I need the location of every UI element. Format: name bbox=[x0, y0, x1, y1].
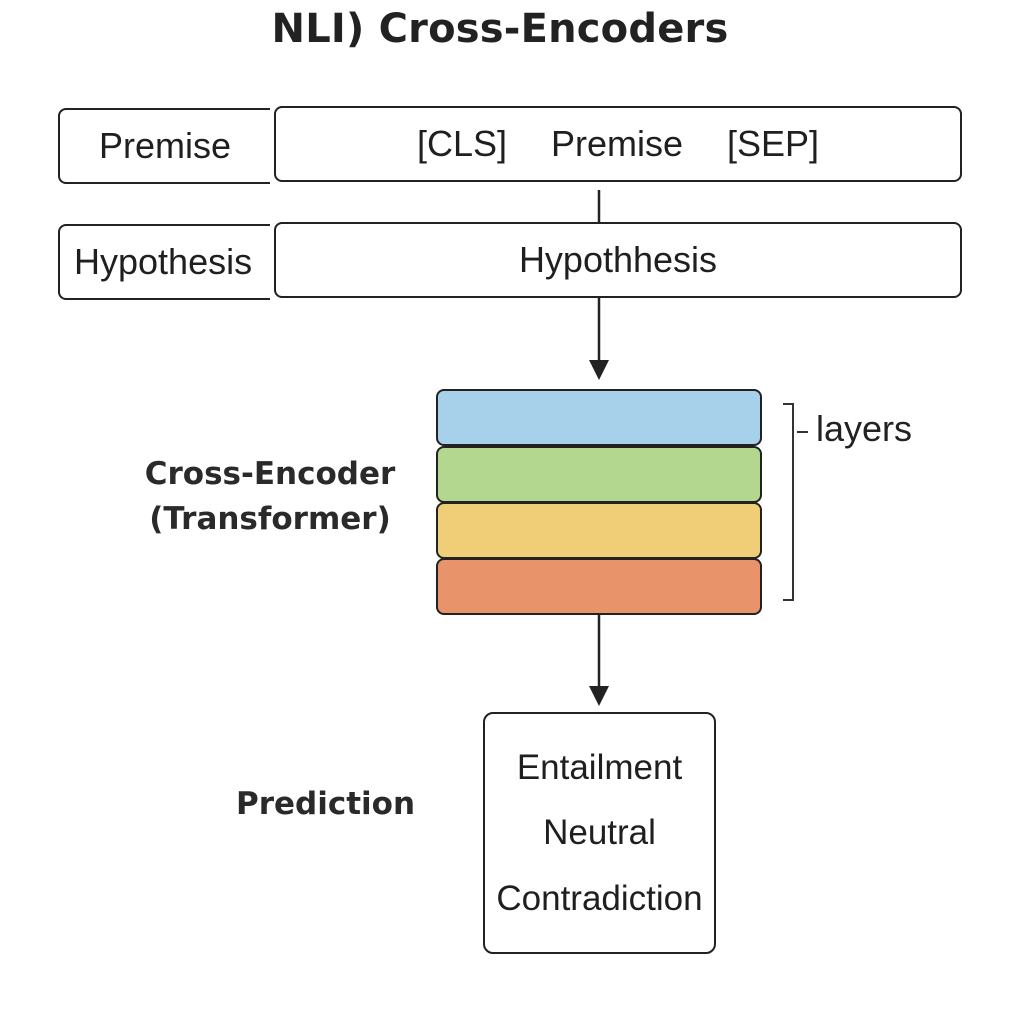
diagram-title: NLI) Cross-Encoders bbox=[271, 6, 729, 52]
layers-label: layers bbox=[816, 408, 913, 449]
premise-label: Premise bbox=[98, 125, 232, 166]
layers-bracket bbox=[783, 403, 794, 601]
hypothesis-token: Hypothhesis bbox=[518, 239, 718, 280]
sep-token: [SEP] bbox=[727, 123, 820, 164]
encoder-to-prediction-arrowhead bbox=[589, 686, 609, 706]
encoder-label: Cross-Encoder (Transformer) bbox=[120, 452, 420, 542]
prediction-label: Prediction bbox=[236, 786, 416, 822]
encoder-label-line1: Cross-Encoder bbox=[144, 456, 396, 492]
class-contradiction: Contradiction bbox=[496, 878, 703, 918]
transformer-layer-4 bbox=[436, 558, 762, 615]
hypothesis-label: Hypothesis bbox=[74, 241, 253, 282]
class-entailment: Entailment bbox=[516, 747, 683, 787]
transformer-layer-1 bbox=[436, 389, 762, 446]
transformer-layer-3 bbox=[436, 502, 762, 559]
class-neutral: Neutral bbox=[543, 813, 656, 852]
encoder-label-line2: (Transformer) bbox=[149, 501, 391, 537]
hypothesis-sequence-box: Hypothhesis bbox=[274, 222, 962, 298]
premise-label-box: Premise bbox=[58, 108, 270, 184]
premise-sequence-box: [CLS] Premise [SEP] bbox=[274, 106, 962, 182]
premise-token: Premise bbox=[550, 123, 684, 164]
hypothesis-label-box: Hypothesis bbox=[58, 224, 270, 300]
cls-token: [CLS] bbox=[416, 123, 507, 164]
input-to-encoder-arrowhead bbox=[589, 360, 609, 380]
prediction-box: Entailment Neutral Contradiction bbox=[483, 712, 716, 954]
transformer-layer-2 bbox=[436, 446, 762, 503]
